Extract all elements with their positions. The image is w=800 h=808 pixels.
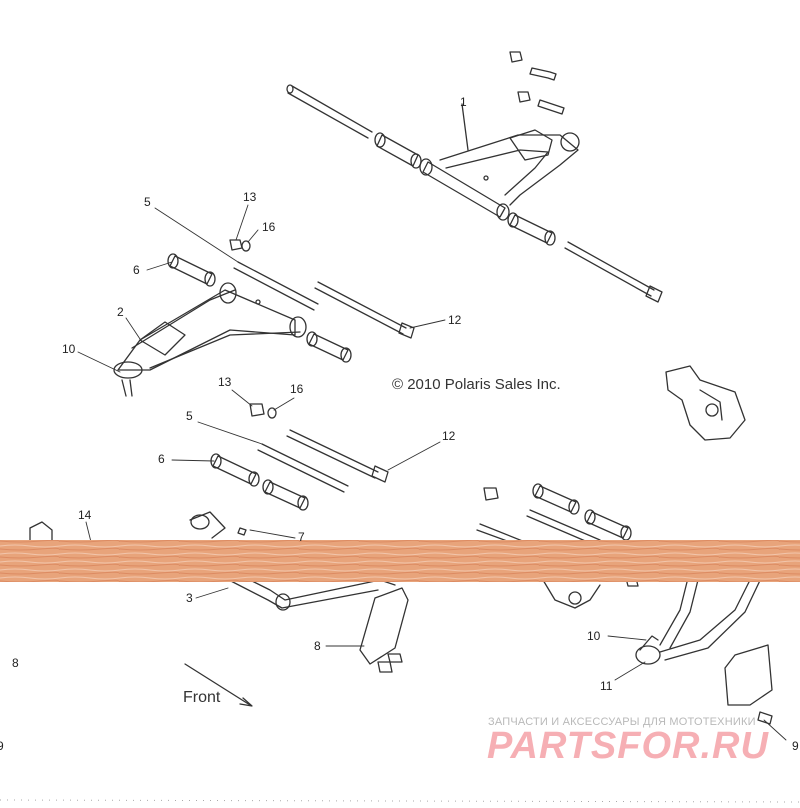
callout-6-lower: 6 [158, 452, 165, 466]
callout-3: 3 [186, 591, 193, 605]
lower-a-arm-2 [113, 282, 307, 397]
callout-11: 11 [600, 679, 613, 693]
callout-16-upper: 16 [262, 220, 276, 234]
shaft-5-lower [257, 443, 349, 493]
callout-13-upper: 13 [243, 190, 257, 204]
right-bushing-1 [532, 483, 580, 515]
upper-long-bolt [564, 241, 663, 303]
shaft-5-upper [233, 261, 319, 311]
callout-13-lower: 13 [218, 375, 232, 389]
upper-a-arm-1 [419, 103, 580, 221]
top-nuts-bolts [509, 51, 565, 115]
bushing-lower-2 [262, 479, 309, 511]
callout-10-upper: 10 [62, 342, 76, 356]
leader-lines [77, 204, 787, 741]
bolt-12-lower [286, 429, 389, 483]
nut-washer-13-16-lower [249, 403, 277, 419]
callout-10-lower: 10 [587, 629, 601, 643]
callout-1: 1 [460, 95, 467, 109]
bushing-top-1 [374, 132, 422, 169]
callout-9-left: 9 [0, 739, 4, 753]
callout-12-lower: 12 [442, 429, 456, 443]
callout-7: 7 [298, 530, 305, 544]
skid-plate-8-left [359, 587, 409, 673]
skid-plate-right [724, 644, 773, 725]
callout-14: 14 [78, 508, 92, 522]
copyright-notice: © 2010 Polaris Sales Inc. [392, 376, 561, 393]
bushing-lower-arm-2 [306, 331, 352, 363]
upper-pivot-shaft [286, 84, 373, 139]
right-bushing-2 [584, 509, 632, 541]
bolt-12-upper [314, 281, 415, 339]
callout-12-upper: 12 [448, 313, 462, 327]
watermark-logo: PARTSFOR.RU [487, 725, 769, 767]
watermark-caption: ЗАПЧАСТИ И АКСЕССУАРЫ ДЛЯ МОТОТЕХНИКИ [488, 716, 756, 728]
bushing-6-upper [167, 253, 216, 287]
bottom-noise [0, 799, 800, 803]
callout-5-lower: 5 [186, 409, 193, 423]
steering-knuckle [665, 365, 746, 441]
callout-9-right: 9 [792, 739, 799, 753]
left-bracket-14 [29, 521, 53, 547]
bushing-top-2 [507, 212, 556, 246]
callout-6-upper: 6 [133, 263, 140, 277]
nut-washer-13-16-upper [229, 239, 251, 252]
bushing-6-lower [210, 453, 260, 487]
front-arrow-icon [184, 663, 253, 707]
lower-a-arm-right [539, 569, 765, 665]
callout-8-center: 8 [314, 639, 321, 653]
callout-8-left: 8 [12, 656, 19, 670]
callout-16-lower: 16 [290, 382, 304, 396]
cross-band-strip [0, 540, 800, 582]
callout-2: 2 [117, 305, 124, 319]
right-nut [483, 487, 499, 501]
callout-5-upper: 5 [144, 195, 151, 209]
front-direction-label: Front [183, 689, 221, 706]
